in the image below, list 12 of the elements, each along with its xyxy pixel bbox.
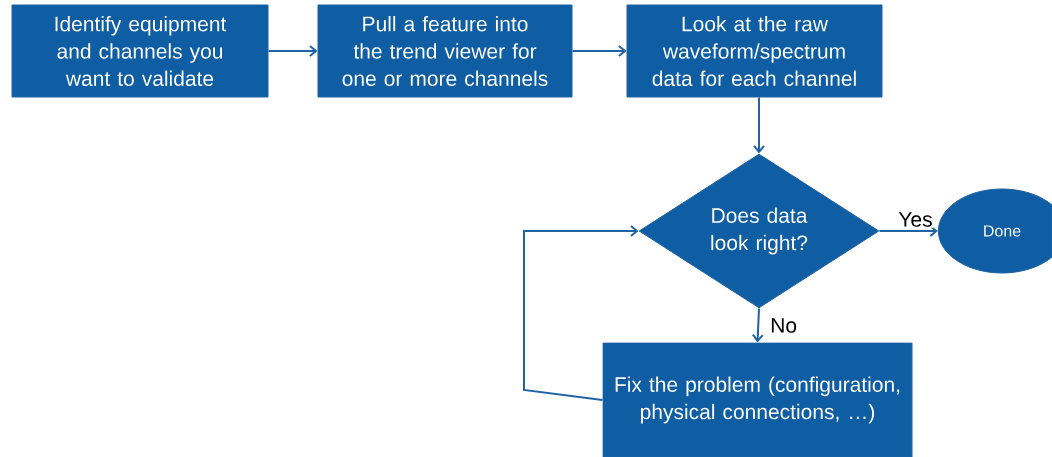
process-box: Identify equipment and channels you want to validate <box>11 4 269 98</box>
edge-label: No <box>769 317 799 334</box>
arrow <box>523 225 639 401</box>
arrow <box>571 45 627 57</box>
arrow <box>751 307 764 343</box>
arrow <box>753 96 765 154</box>
process-box: Fix the problem (configuration, physical connections, …) <box>602 342 913 457</box>
edge-label: Yes <box>897 211 934 228</box>
arrow <box>267 45 318 57</box>
process-box: Pull a feature into the trend viewer for one or more channels <box>317 4 573 98</box>
process-box: Look at the raw waveform/spectrum data for each channel <box>626 4 883 98</box>
arrow <box>878 225 938 237</box>
